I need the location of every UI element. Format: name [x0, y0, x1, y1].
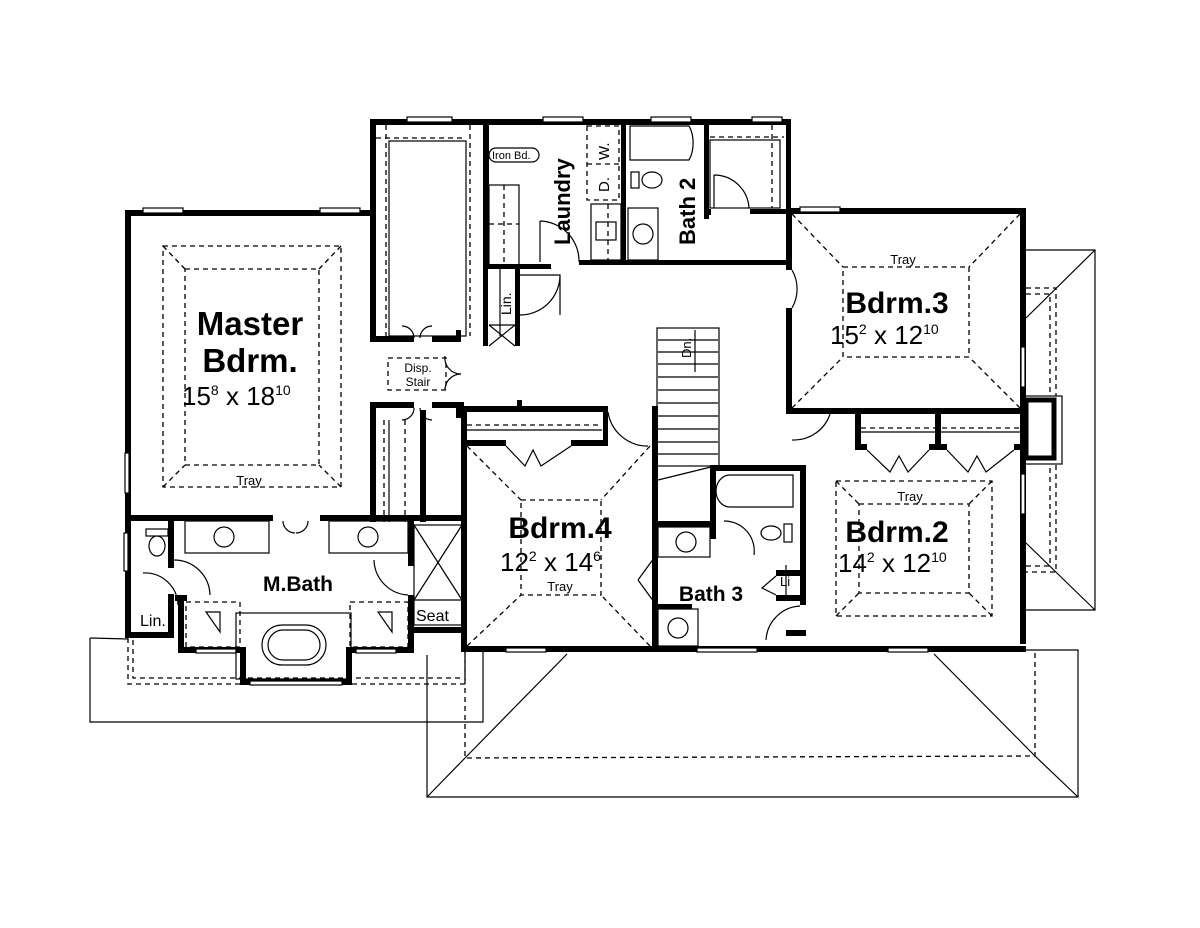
- master-closets: [376, 125, 471, 522]
- bdrm4-label: Bdrm.4: [508, 512, 612, 545]
- disp-stair-label-1: Disp.: [404, 361, 431, 375]
- bdrm4-closet-shelf: [467, 424, 602, 431]
- bdrm2-tray: [835, 480, 993, 617]
- washer-label: W.: [596, 143, 613, 161]
- bdrm2-tray-label: Tray: [897, 489, 923, 504]
- bath3-linen-label: Li: [780, 574, 790, 589]
- bdrm4-tray-label: Tray: [547, 579, 573, 594]
- bath3-label: Bath 3: [679, 583, 743, 606]
- seat-label: Seat: [416, 608, 449, 625]
- room-labels: Master Bdrm. 158 x 1810 Tray Bdrm.3 152 …: [140, 143, 949, 631]
- master-tray: [162, 245, 342, 488]
- bdrm4-tray: [466, 445, 651, 647]
- front-porch-roof: [426, 649, 1079, 798]
- bdrm2-dimensions: 142 x 1210: [838, 548, 947, 578]
- fixtures: [145, 125, 794, 680]
- bdrm4-dimensions: 122 x 146: [500, 547, 601, 577]
- bdrm3-tray-label: Tray: [890, 252, 916, 267]
- master-bdrm-label-line1: Master: [197, 305, 304, 342]
- bdrm3-tray: [791, 213, 1021, 409]
- bdrm3-label: Bdrm.3: [845, 287, 948, 320]
- bdrm3-dimensions: 152 x 1210: [830, 320, 939, 350]
- doors: [142, 174, 1015, 641]
- bdrm2-closet-shelf: [861, 427, 1020, 433]
- chimney: [1021, 395, 1063, 465]
- master-bdrm-dimensions: 158 x 1810: [182, 381, 291, 411]
- linen-closet-label: Lin.: [498, 292, 514, 315]
- laundry-label: Laundry: [550, 157, 575, 245]
- stair-treads: [657, 339, 718, 481]
- master-bdrm-label-line2: Bdrm.: [202, 342, 297, 379]
- disp-stair-label-2: Stair: [406, 375, 431, 389]
- master-tray-label: Tray: [236, 473, 262, 488]
- bath2-label: Bath 2: [675, 178, 700, 245]
- stair-down-label: Dn.: [679, 338, 694, 358]
- mbath-linen-label: Lin.: [140, 613, 166, 630]
- iron-board-label: Iron Bd.: [492, 150, 531, 162]
- bdrm2-label: Bdrm.2: [845, 516, 948, 549]
- mbath-label: M.Bath: [263, 573, 333, 596]
- windows: [123, 116, 1026, 686]
- bath2-closet: [709, 125, 784, 209]
- dryer-label: D.: [596, 177, 613, 192]
